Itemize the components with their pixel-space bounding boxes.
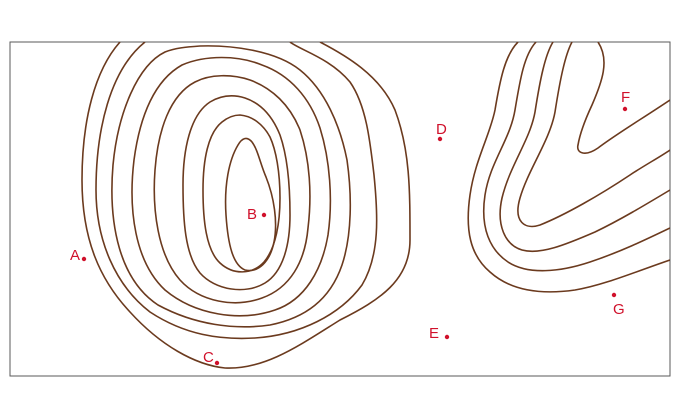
point-C: C	[203, 349, 220, 366]
point-B-marker	[261, 212, 267, 218]
point-E: E	[429, 325, 450, 342]
point-G: G	[611, 292, 625, 318]
point-E-label: E	[429, 325, 439, 342]
hill-contour-5	[153, 74, 311, 304]
ridge-contour-4	[517, 42, 670, 228]
hill-contour-3	[111, 45, 352, 328]
point-D: D	[436, 121, 447, 142]
point-B-label: B	[247, 206, 257, 223]
map-frame	[9, 41, 671, 377]
hill-contour-2	[95, 42, 378, 340]
point-C-marker	[214, 360, 220, 366]
hill-contour-6	[182, 95, 291, 291]
ridge-contour-3	[499, 42, 670, 253]
hill-contour-1	[81, 42, 411, 369]
point-A-label: A	[70, 247, 80, 264]
hill-contour-4	[131, 56, 332, 317]
point-A: A	[70, 247, 87, 264]
point-F-marker	[622, 106, 628, 112]
hill-contour-8	[224, 137, 277, 272]
point-F-label: F	[621, 89, 630, 106]
point-D-label: D	[436, 121, 447, 138]
ridge-contour-1	[467, 42, 670, 293]
point-C-label: C	[203, 349, 214, 366]
ridge-contour-2	[483, 42, 670, 272]
ridge-contours	[467, 42, 670, 293]
point-G-marker	[611, 292, 617, 298]
point-D-marker	[437, 136, 443, 142]
ridge-contour-5	[576, 42, 670, 154]
point-B: B	[247, 206, 267, 223]
point-E-marker	[444, 334, 450, 340]
point-G-label: G	[613, 301, 625, 318]
point-F: F	[621, 89, 630, 112]
hill-contours	[81, 42, 411, 369]
point-A-marker	[81, 256, 87, 262]
